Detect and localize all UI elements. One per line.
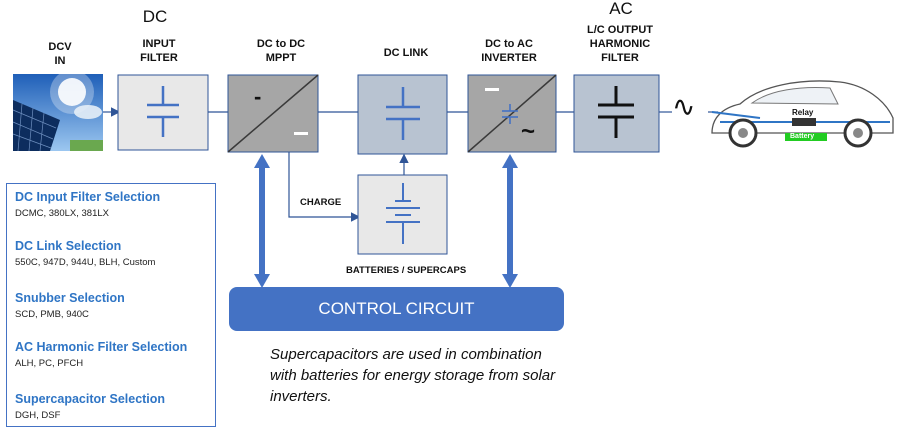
header-input-filter-line1: INPUT — [142, 38, 176, 50]
sel-title-dc-link[interactable]: DC Link Selection — [15, 239, 122, 253]
sel-title-dc-input[interactable]: DC Input Filter Selection — [15, 190, 161, 204]
dc-ac-minus — [485, 88, 499, 91]
sel-items-snubber: SCD, PMB, 940C — [15, 309, 89, 320]
harmonic-filter-box — [573, 74, 660, 153]
batteries-label: BATTERIES / SUPERCAPS — [346, 265, 467, 276]
battery-icon — [386, 183, 420, 244]
control-arrow-right — [502, 154, 518, 288]
sel-items-dc-input: DCMC, 380LX, 381LX — [15, 208, 109, 219]
capacitor-icon — [147, 86, 179, 137]
control-circuit-label: CONTROL CIRCUIT — [318, 299, 475, 318]
header-lc-output-line1: L/C OUTPUT — [587, 24, 653, 36]
sel-title-supercap[interactable]: Supercapacitor Selection — [15, 392, 166, 406]
header-ac-big: AC — [609, 0, 633, 18]
header-dcv-line2: IN — [54, 55, 66, 67]
input-filter-box — [117, 74, 209, 151]
header-input-filter: INPUT FILTER — [124, 37, 194, 65]
batteries-box — [357, 174, 448, 255]
header-dc-to-ac-line2: INVERTER — [481, 52, 537, 64]
header-dc-to-ac: DC to AC INVERTER — [464, 37, 554, 65]
header-dc-to-dc: DC to DC MPPT — [236, 37, 326, 65]
header-dc-to-dc-line2: MPPT — [265, 52, 297, 64]
selection-panel: DC Input Filter Selection DCMC, 380LX, 3… — [6, 183, 216, 427]
electric-car-image — [711, 80, 894, 148]
sel-items-supercap: DGH, DSF — [15, 410, 61, 421]
header-dc-link: DC LINK — [383, 47, 429, 59]
dc-dc-minus-top: - — [254, 84, 262, 109]
control-arrow-left — [254, 154, 270, 288]
dc-ac-wave: ~ — [521, 118, 536, 145]
header-lc-output-line2: HARMONIC — [589, 38, 651, 50]
dc-link-box — [357, 74, 448, 155]
header-dc-big: DC — [142, 7, 168, 26]
ac-capacitor-icon — [598, 86, 634, 138]
battery-label: Battery — [790, 133, 815, 140]
header-dc-to-dc-line1: DC to DC — [256, 38, 306, 50]
supercap-note: Supercapacitors are used in combination … — [270, 346, 556, 405]
dc-link-capacitor-icon — [386, 87, 420, 140]
snubber-capacitor-icon — [502, 104, 518, 124]
control-circuit-box: CONTROL CIRCUIT — [229, 287, 564, 331]
sel-items-ac-harmonic: ALH, PC, PFCH — [15, 358, 84, 369]
battery-bar — [785, 133, 827, 141]
charge-label: CHARGE — [300, 197, 342, 208]
dc-to-dc-box — [227, 74, 319, 153]
sel-title-ac-harmonic[interactable]: AC Harmonic Filter Selection — [15, 340, 188, 354]
header-dc-to-ac-line1: DC to AC — [485, 38, 533, 50]
sel-title-snubber[interactable]: Snubber Selection — [15, 291, 125, 305]
ac-output-wave: ∿ — [672, 91, 696, 122]
relay-label: Relay — [792, 108, 814, 117]
dc-to-ac-box — [467, 74, 557, 153]
sel-items-dc-link: 550C, 947D, 944U, BLH, Custom — [15, 257, 156, 268]
header-dcv-in: DCV IN — [30, 40, 90, 68]
header-lc-output: L/C OUTPUT HARMONIC FILTER — [572, 23, 668, 65]
header-input-filter-line2: FILTER — [140, 52, 178, 64]
header-dcv-line1: DCV — [48, 41, 72, 53]
dc-dc-minus-bottom — [294, 132, 308, 135]
relay-icon — [792, 118, 816, 126]
header-lc-output-line3: FILTER — [601, 52, 639, 64]
solar-panel-image — [12, 70, 103, 152]
